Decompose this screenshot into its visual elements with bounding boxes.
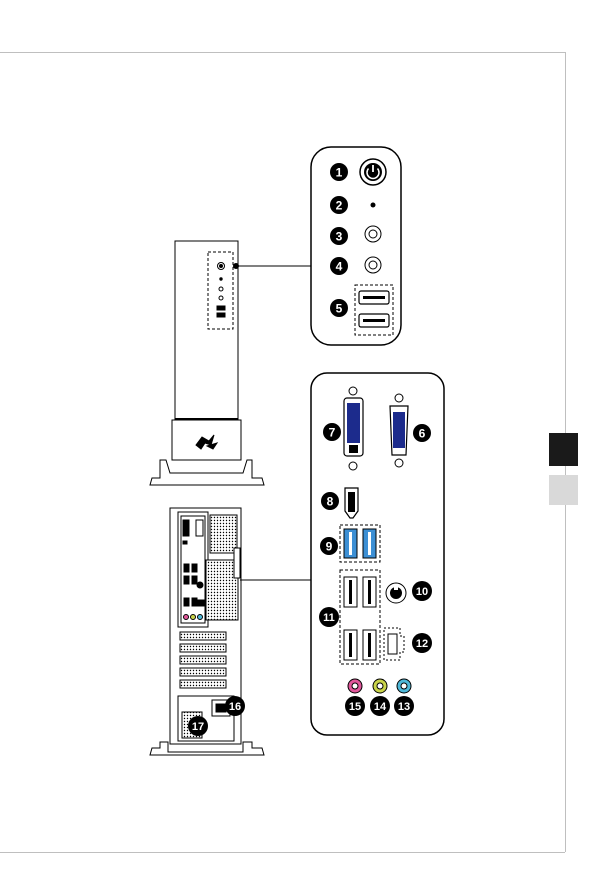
callout-8: 8 [327, 495, 334, 509]
callout-15: 15 [349, 701, 361, 713]
callout-13: 13 [398, 701, 410, 713]
callout-2: 2 [336, 199, 343, 213]
front-io-panel [311, 147, 401, 345]
callout-3: 3 [336, 230, 343, 244]
expansion-slots [180, 632, 226, 688]
callout-11: 11 [323, 612, 335, 624]
callout-17: 17 [192, 721, 204, 733]
callout-1: 1 [336, 166, 343, 180]
tower-front-view [150, 241, 312, 485]
callout-16: 16 [229, 701, 241, 713]
callout-7: 7 [329, 426, 336, 440]
tower-rear-view [150, 508, 312, 755]
audio-jacks [348, 679, 411, 693]
callout-6: 6 [419, 427, 426, 441]
hdd-led-icon [371, 203, 376, 208]
callout-14: 14 [374, 701, 387, 713]
callout-5: 5 [336, 302, 343, 316]
hdmi-port-icon [345, 488, 358, 518]
callout-12: 12 [416, 638, 428, 650]
callout-4: 4 [336, 260, 343, 274]
callout-9: 9 [326, 540, 333, 554]
ps2-port-icon [386, 583, 406, 603]
callout-10: 10 [416, 586, 428, 598]
